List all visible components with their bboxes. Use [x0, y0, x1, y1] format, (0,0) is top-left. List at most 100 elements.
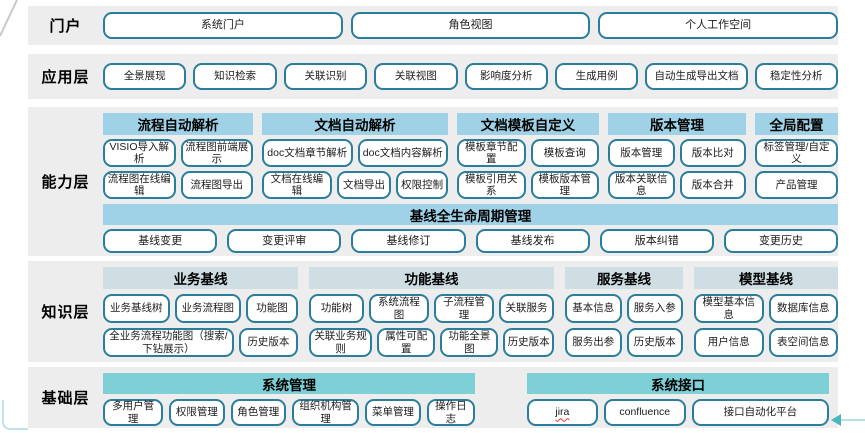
diagram-node: 服务入参 [626, 294, 683, 323]
connector-line [840, 419, 865, 421]
group-header-function-baseline: 功能基线 [309, 267, 554, 289]
node-jira: jira [527, 399, 598, 426]
diagram-node: 文档在线编辑 [262, 171, 332, 199]
group-header-system-mgmt: 系统管理 [103, 373, 475, 394]
foundation-layer-band: 基础层 系统管理 多用户管理 权限管理 角色管理 组织机构管理 菜单管理 操作日… [28, 367, 838, 428]
diagram-node: 服务出参 [565, 328, 622, 357]
group-header-global-config: 全局配置 [755, 113, 838, 135]
diagram-node: 版本关联信息 [608, 171, 675, 199]
left-arrow-icon [831, 414, 841, 426]
diagram-node: 影响度分析 [464, 63, 548, 90]
diagram-node: 关联业务规则 [309, 328, 373, 357]
group-header-process-parsing: 流程自动解析 [103, 113, 253, 135]
knowledge-layer-label: 知识层 [41, 304, 90, 321]
diagram-node: 产品管理 [755, 171, 838, 199]
diagram-node: 业务流程图 [174, 294, 242, 323]
application-layer-label: 应用层 [41, 69, 90, 86]
diagram-node: 菜单管理 [365, 399, 421, 426]
diagram-node: 组织机构管理 [292, 399, 360, 426]
diagram-node: VISIO导入解析 [103, 139, 176, 167]
diagram-node: 角色管理 [230, 399, 286, 426]
diagram-node: 权限控制 [396, 171, 448, 199]
diagram-node: 模型基本信息 [694, 294, 764, 323]
foundation-groups: 系统管理 多用户管理 权限管理 角色管理 组织机构管理 菜单管理 操作日志 系统… [103, 373, 838, 428]
group-system-mgmt: 系统管理 多用户管理 权限管理 角色管理 组织机构管理 菜单管理 操作日志 [103, 373, 476, 428]
foundation-layer-content: 系统管理 多用户管理 权限管理 角色管理 组织机构管理 菜单管理 操作日志 系统… [103, 367, 838, 428]
application-layer-content: 全景展现 知识检索 关联识别 关联视图 影响度分析 生成用例 自动生成导出文档 … [103, 54, 838, 99]
group-system-interface: 系统接口 jira confluence 接口自动化平台 [527, 373, 830, 428]
diagram-node: 关联服务 [499, 294, 554, 323]
diagram-node: 关联视图 [374, 63, 458, 90]
diagram-node: 操作日志 [426, 399, 476, 426]
bottom-left-border-decoration [2, 400, 28, 430]
group-function-baseline: 功能基线 功能树 系统流程图 子流程管理 关联服务 关联业务规则 属性可配置 功… [309, 267, 554, 362]
diagram-node: 模板引用关系 [457, 171, 526, 199]
diagram-node: 系统流程图 [368, 294, 429, 323]
diagram-node: 表空间信息 [768, 328, 838, 357]
group-business-baseline: 业务基线 业务基线树 业务流程图 功能图 全业务流程功能图（搜索/下钻展示） 历… [103, 267, 298, 362]
knowledge-layer-band: 知识层 业务基线 业务基线树 业务流程图 功能图 全业务流程功能图（搜索/下钻展… [28, 261, 838, 362]
node-interface-automation-platform: 接口自动化平台 [691, 399, 830, 426]
diagram-node: 版本比对 [679, 139, 746, 167]
node-system-portal: 系统门户 [103, 12, 343, 39]
diagram-node: 模板查询 [530, 139, 599, 167]
capability-layer-band: 能力层 流程自动解析 VISIO导入解析 流程图前端展示 流程图在线编辑 流程图… [28, 107, 839, 256]
diagram-node: 流程图导出 [180, 171, 253, 199]
diagram-node: 基线发布 [475, 229, 590, 253]
diagram-node: 版本管理 [608, 139, 675, 167]
group-header-version-mgmt: 版本管理 [608, 113, 746, 135]
diagram-node: 数据库信息 [768, 294, 838, 323]
node-personal-workspace: 个人工作空间 [598, 12, 839, 39]
node-confluence: confluence [603, 399, 686, 426]
group-model-baseline: 模型基线 模型基本信息 数据库信息 用户信息 表空间信息 [694, 267, 838, 362]
diagram-node: 功能图 [246, 294, 298, 323]
capability-layer-label: 能力层 [41, 174, 90, 191]
diagram-node: 业务基线树 [103, 294, 170, 323]
capability-layer-content: 流程自动解析 VISIO导入解析 流程图前端展示 流程图在线编辑 流程图导出 文… [103, 107, 839, 256]
group-template-custom: 文档模板自定义 模板章节配置 模板查询 模板引用关系 模板版本管理 [457, 113, 599, 199]
group-version-mgmt: 版本管理 版本管理 版本比对 版本关联信息 版本合并 [608, 113, 746, 199]
diagram-node: 版本合并 [679, 171, 746, 199]
group-header-service-baseline: 服务基线 [565, 267, 683, 289]
diagram-node: 模板版本管理 [530, 171, 599, 199]
diagram-node: 历史版本 [626, 328, 683, 357]
diagram-node: 用户信息 [694, 328, 764, 357]
diagram-node: 基线变更 [103, 229, 218, 253]
diagram-node: 属性可配置 [377, 328, 436, 357]
jira-label: jira [555, 406, 570, 419]
diagram-node: doc文档章节解析 [262, 139, 353, 167]
diagram-node: 生成用例 [554, 63, 639, 90]
diagram-node: 变更评审 [227, 229, 342, 253]
group-header-template-custom: 文档模板自定义 [457, 113, 599, 135]
diagram-node: 自动生成导出文档 [645, 63, 748, 90]
capability-groups: 流程自动解析 VISIO导入解析 流程图前端展示 流程图在线编辑 流程图导出 文… [103, 113, 838, 199]
diagram-node: 流程图在线编辑 [103, 171, 176, 199]
group-header-model-baseline: 模型基线 [694, 267, 838, 289]
diagram-node: 关联识别 [283, 63, 368, 90]
group-global-config: 全局配置 标签管理/自定义 产品管理 [755, 113, 838, 199]
diagram-node: 历史版本 [238, 328, 298, 357]
diagram-node: 权限管理 [169, 399, 225, 426]
diagram-node: 流程图前端展示 [180, 139, 253, 167]
knowledge-layer-content: 业务基线 业务基线树 业务流程图 功能图 全业务流程功能图（搜索/下钻展示） 历… [103, 261, 838, 362]
diagram-node: 模板章节配置 [457, 139, 526, 167]
diagram-node: 标签管理/自定义 [755, 139, 838, 167]
diagram-node: 功能全景图 [440, 328, 499, 357]
portal-layer-content: 系统门户 角色视图 个人工作空间 [103, 6, 839, 45]
diagram-node: 知识检索 [193, 63, 277, 90]
group-header-business-baseline: 业务基线 [103, 267, 298, 289]
baseline-lifecycle-row: 基线变更 变更评审 基线修订 基线发布 版本纠错 变更历史 [103, 229, 839, 253]
application-layer-band: 应用层 全景展现 知识检索 关联识别 关联视图 影响度分析 生成用例 自动生成导… [28, 54, 838, 99]
diagram-node: 功能树 [309, 294, 364, 323]
knowledge-groups: 业务基线 业务基线树 业务流程图 功能图 全业务流程功能图（搜索/下钻展示） 历… [103, 267, 838, 362]
diagram-node: 多用户管理 [103, 399, 164, 426]
diagram-node: 文档导出 [336, 171, 392, 199]
group-process-parsing: 流程自动解析 VISIO导入解析 流程图前端展示 流程图在线编辑 流程图导出 [103, 113, 253, 199]
portal-layer-label: 门户 [49, 18, 82, 35]
group-header-doc-parsing: 文档自动解析 [262, 113, 448, 135]
node-role-view: 角色视图 [350, 12, 591, 39]
diagram-node: 子流程管理 [434, 294, 495, 323]
corner-fold-decoration [0, 0, 18, 37]
baseline-lifecycle-header: 基线全生命周期管理 [103, 204, 838, 225]
